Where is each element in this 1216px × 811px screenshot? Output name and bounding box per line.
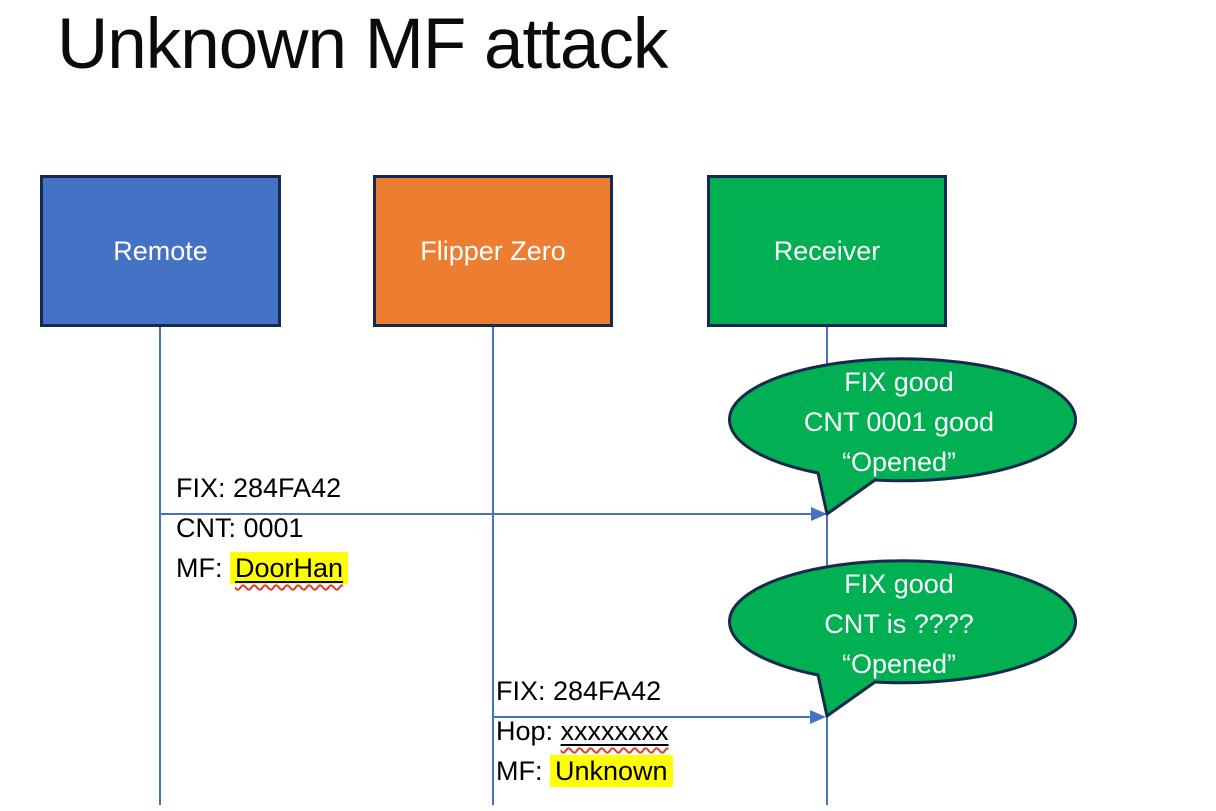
message2-hop-value: xxxxxxxx [560,716,669,746]
callout2-line2: CNT is ???? [824,609,974,639]
message-arrow-remote-to-receiver [160,513,813,515]
callout1-line2: CNT 0001 good [803,407,995,437]
message2-hop: Hop: xxxxxxxx [496,716,669,746]
arrowhead-icon [810,710,826,724]
actor-label-remote: Remote [113,235,208,266]
message1-mf: MF: DoorHan [176,548,349,588]
message-label-remote-signal: FIX: 284FA42 CNT: 0001 MF: DoorHan [176,468,349,588]
receiver-callout-1: FIX good CNT 0001 good “Opened” [721,356,1077,518]
callout1-line1: FIX good [844,367,954,397]
actor-label-receiver: Receiver [773,235,881,266]
lifeline-remote [159,327,161,805]
message2-mf-value: Unknown [550,755,673,787]
message2-mf: MF: Unknown [496,751,673,791]
callout2-text: FIX good CNT is ???? “Opened” [743,564,1055,684]
actor-label-flipper-zero: Flipper Zero [420,235,566,266]
message1-fix: FIX: 284FA42 [176,473,342,503]
message-arrow-flipper-to-receiver [493,716,812,718]
message1-mf-value: DoorHan [235,553,344,583]
actor-box-remote: Remote [40,175,281,327]
callout2-line3: “Opened” [841,649,957,679]
actor-box-receiver: Receiver [707,175,947,327]
message2-fix: FIX: 284FA42 [496,676,662,706]
actor-box-flipper-zero: Flipper Zero [373,175,613,327]
callout1-line3: “Opened” [841,447,957,477]
callout1-text: FIX good CNT 0001 good “Opened” [743,362,1055,482]
message-label-flipper-signal: FIX: 284FA42 Hop: xxxxxxxx MF: Unknown [496,671,673,791]
arrowhead-icon [811,507,827,521]
receiver-callout-2: FIX good CNT is ???? “Opened” [721,558,1077,720]
speech-bubble-icon [728,559,1077,718]
speech-bubble-icon [728,357,1077,516]
callout2-line1: FIX good [844,569,954,599]
lifeline-flipper-zero [492,327,494,805]
slide-title: Unknown MF attack [57,5,668,84]
message1-cnt: CNT: 0001 [176,513,304,543]
